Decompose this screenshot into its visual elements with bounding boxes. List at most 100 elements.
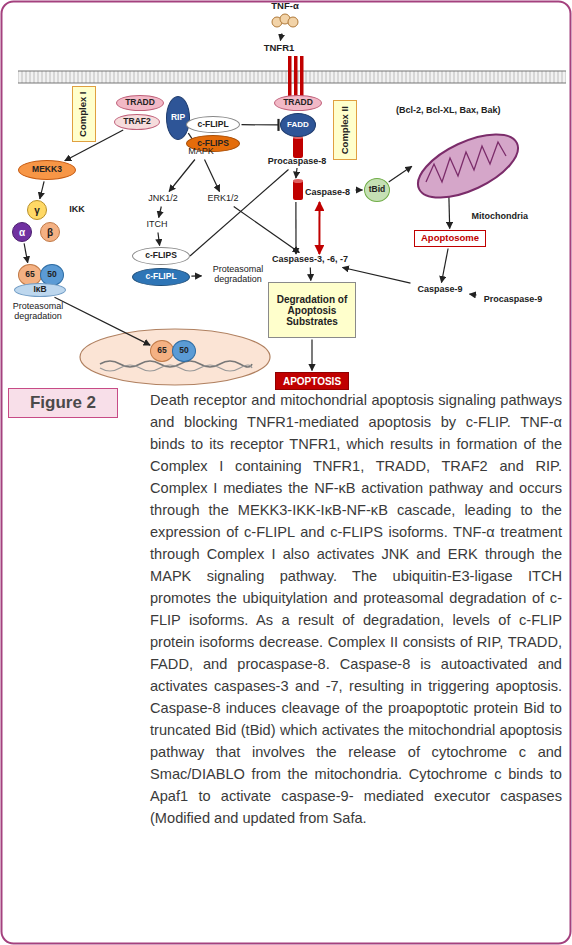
node-text: 50	[47, 270, 56, 279]
arrow-connector	[169, 160, 195, 192]
caspase-node: Caspase-8	[288, 178, 354, 202]
node-text: IκB	[33, 285, 46, 294]
protein-ellipse: TRAF2	[114, 114, 160, 130]
dna-strand	[100, 365, 252, 371]
node-text: Procaspase-9	[484, 295, 543, 305]
node-text: Degradation of Apoptosis Substrates	[269, 294, 355, 327]
protein-ellipse: c-FLIPL	[132, 268, 190, 286]
arrow-connector	[24, 243, 28, 262]
arrow-connector	[234, 207, 300, 253]
arrow-connector	[280, 34, 281, 41]
node-text: APOPTOSIS	[283, 376, 341, 387]
process-box: Degradation of Apoptosis Substrates	[268, 282, 356, 338]
node-text: 65	[157, 346, 166, 355]
node-text: Figure 2	[30, 394, 96, 413]
arrow-connector	[296, 168, 297, 178]
arrow-connector	[318, 202, 320, 254]
arrow-connector	[55, 297, 151, 345]
kinase-ellipse: MEKK3	[18, 160, 76, 180]
node-text: Apoptosome	[421, 233, 479, 243]
fate-label: Proteasomal degradation	[2, 302, 74, 322]
complex-box: Complex I	[72, 86, 96, 142]
node-text: RIP	[171, 113, 185, 122]
node-text: Caspase-8	[305, 188, 350, 198]
arrow-connector	[343, 268, 411, 284]
node-text: 50	[179, 346, 188, 355]
arrow-connector	[470, 294, 477, 295]
receptor-chain	[300, 56, 304, 96]
protein-ellipse: FADD	[280, 113, 316, 137]
node-text: MEKK3	[32, 165, 62, 174]
subunit-circle: α	[12, 222, 32, 242]
node-text: 65	[25, 270, 34, 279]
node-text: ERK1/2	[207, 194, 238, 204]
receptor-chain	[294, 56, 298, 96]
arrow-connector	[356, 189, 363, 190]
mitochondrion-shape	[396, 120, 528, 220]
caspase-label: Caspase-9	[412, 284, 468, 296]
node-text: c-FLIPL	[197, 120, 228, 129]
arrow-connector	[389, 166, 412, 182]
arrow-connector	[448, 193, 450, 229]
receptor-chain	[288, 56, 292, 96]
node-text: Complex I	[79, 91, 89, 136]
node-text: TRADD	[125, 98, 155, 107]
protein-ellipse: TRADD	[274, 95, 322, 111]
ligand-trimer	[262, 13, 308, 29]
caspase-label: Procaspase-9	[478, 294, 548, 306]
node-text: Caspases-3, -6, -7	[272, 255, 348, 265]
node-text: β	[47, 227, 53, 238]
arrow-connector	[295, 202, 296, 254]
node-text: (Bcl-2, Bcl-XL, Bax, Bak)	[396, 106, 480, 116]
node-text: ITCH	[147, 220, 168, 230]
nucleus	[80, 329, 270, 385]
ligand-subunit	[288, 17, 298, 27]
procaspase-cylinder	[293, 137, 303, 158]
mitochondrion-cristae	[426, 142, 506, 182]
node-text: MAPK	[188, 147, 214, 157]
node-text: TRAF2	[123, 117, 150, 126]
complex-box: Apoptosome	[414, 230, 486, 247]
node-text: TNF-α	[271, 1, 298, 11]
membrane-line	[18, 70, 566, 71]
arrow-connector	[40, 181, 44, 198]
protein-circle: tBid	[364, 178, 390, 202]
complex-box: Complex II	[333, 100, 357, 160]
node-text: TNFR1	[264, 43, 295, 53]
receptor-label: TNFR1	[258, 42, 300, 54]
arrow-connector	[310, 268, 312, 281]
arrow-connector	[158, 233, 160, 246]
arrow-connector	[311, 340, 312, 371]
ligase-label: ITCH	[142, 219, 172, 231]
kinase-label: ERK1/2	[205, 193, 241, 205]
membrane-line	[18, 82, 566, 83]
complex-label: IKK	[62, 205, 92, 215]
node-text: γ	[34, 205, 40, 216]
node-text: Proteasomal degradation	[203, 265, 273, 285]
arrow-connector	[442, 249, 449, 283]
inhibition-connector	[242, 124, 279, 125]
node-text: Mitochondria	[472, 212, 529, 222]
mitochondrion-outer	[409, 121, 527, 210]
protein-ellipse: TRADD	[116, 95, 164, 111]
protein-ellipse: c-FLIPS	[132, 247, 190, 265]
node-text: Complex II	[340, 106, 350, 154]
node-text: tBid	[369, 185, 386, 194]
subunit-circle: γ	[27, 200, 47, 220]
subunit-circle: 50	[172, 340, 196, 362]
cylinder-top	[293, 179, 303, 183]
node-text: JNK1/2	[148, 194, 178, 204]
outcome-box: APOPTOSIS	[275, 372, 349, 390]
node-text: Caspase-9	[417, 285, 462, 295]
node-text: FADD	[287, 121, 309, 130]
node-text: TRADD	[283, 98, 313, 107]
mitochondrion: (Bcl-2, Bcl-XL, Bax, Bak) Mitochondria	[396, 106, 528, 222]
caspase-label: Caspases-3, -6, -7	[258, 254, 362, 266]
caspase-cylinder	[291, 178, 305, 202]
node-text: Procaspase-8	[268, 157, 327, 167]
figure-label-box: Figure 2	[8, 388, 118, 418]
arrow-connector	[205, 160, 220, 192]
inhibitor-ellipse: IκB	[14, 283, 66, 297]
